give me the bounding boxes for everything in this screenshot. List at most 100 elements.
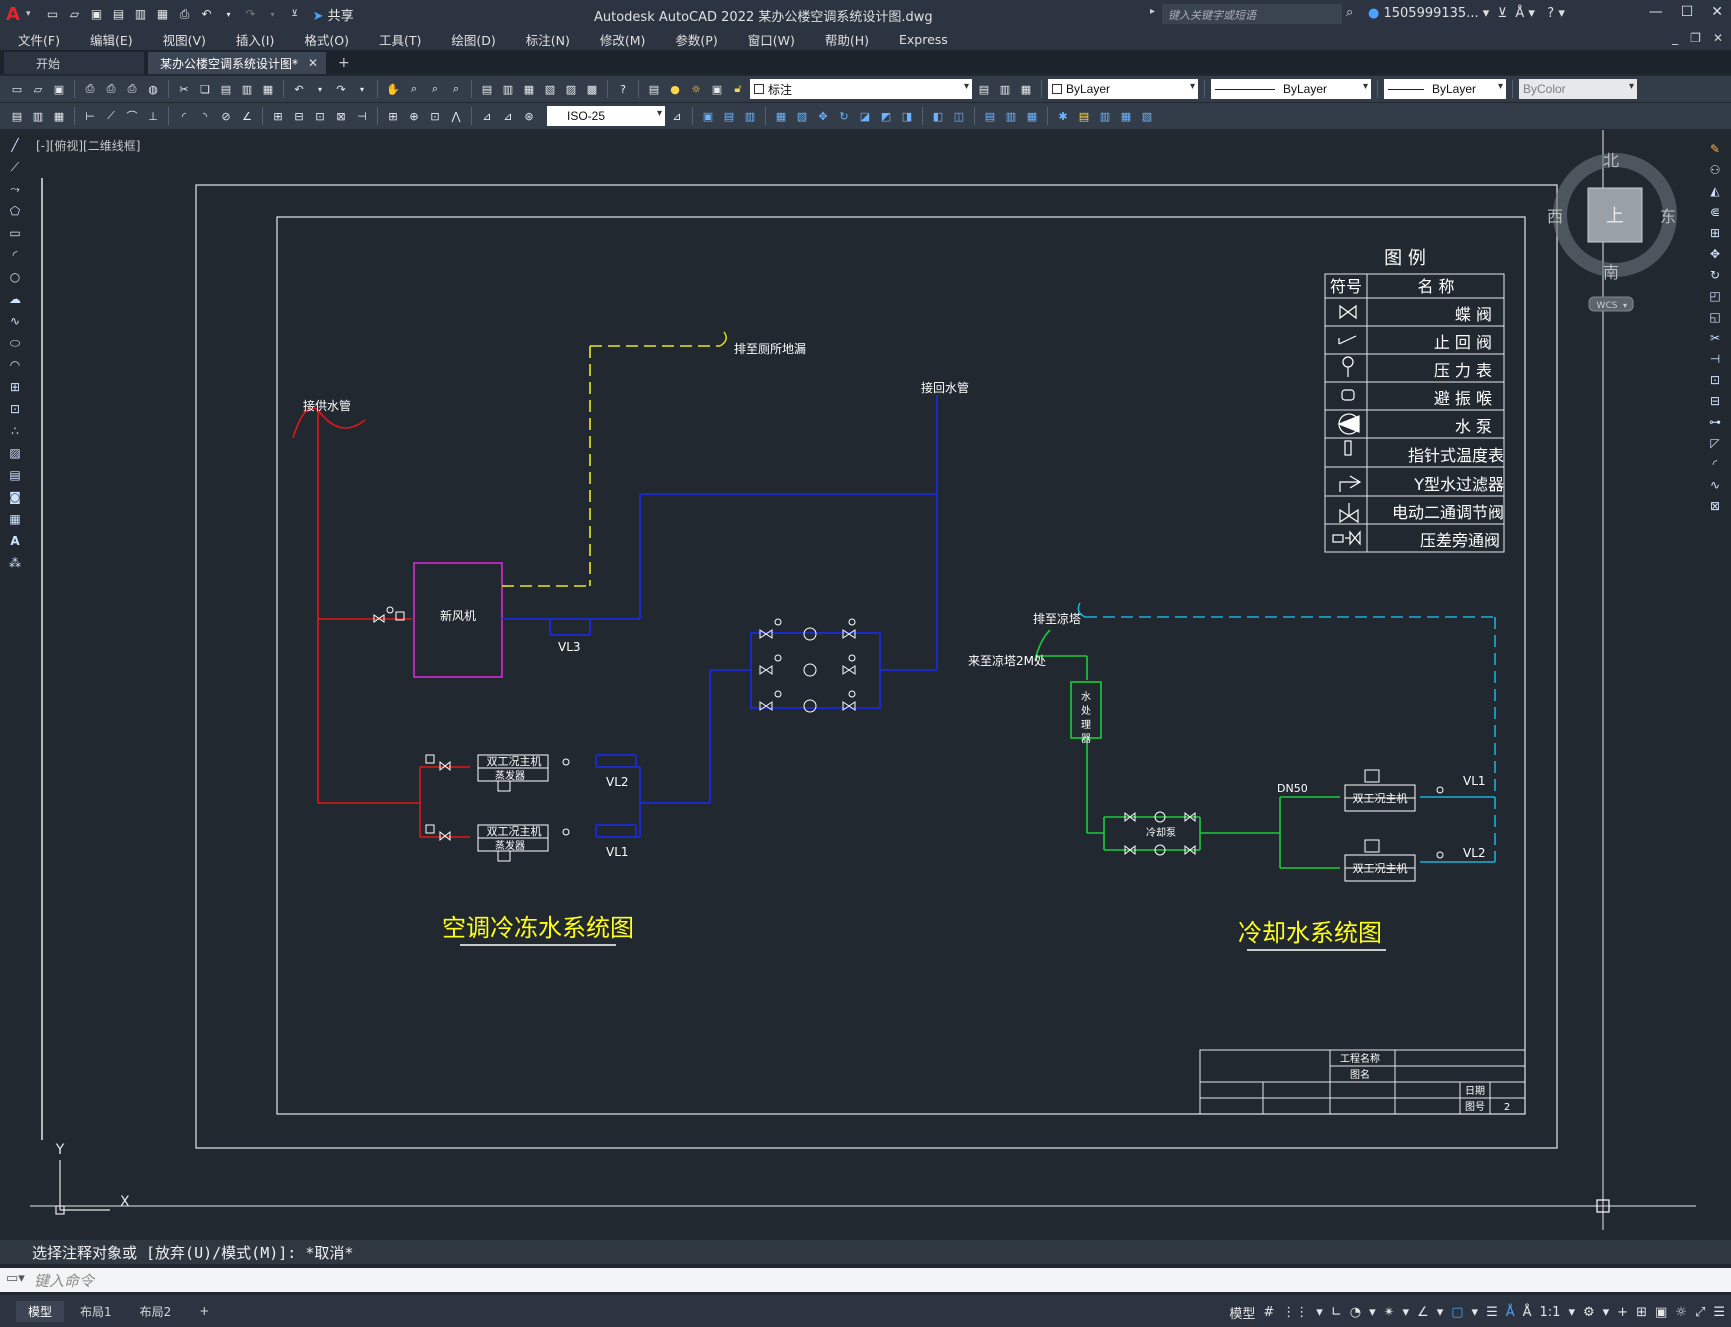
undo-icon[interactable]: ↶ bbox=[201, 7, 212, 21]
menu-file[interactable]: 文件(F) bbox=[18, 32, 60, 48]
arc-icon[interactable]: ◜ bbox=[12, 248, 18, 262]
markup-icon[interactable]: ▨ bbox=[565, 82, 577, 96]
share-button[interactable]: ➤ 共享 bbox=[313, 5, 354, 24]
tab-start[interactable]: 开始 bbox=[4, 52, 144, 74]
cart-icon[interactable]: ⊻ bbox=[1497, 6, 1508, 21]
match-properties-icon[interactable]: ▥ bbox=[241, 82, 253, 96]
gradient-icon[interactable]: ▤ bbox=[9, 468, 21, 482]
layer-lock-icon[interactable]: 🔓︎ bbox=[734, 82, 742, 95]
3d-dwf-icon[interactable]: ◍ bbox=[148, 82, 158, 96]
layer-vp-freeze-icon[interactable]: ▣ bbox=[711, 82, 723, 96]
tolerance-icon[interactable]: ⊞ bbox=[388, 109, 398, 123]
chamfer-palette-icon[interactable]: ◸ bbox=[1710, 436, 1720, 450]
scale-dropdown-icon[interactable]: ▾ bbox=[1568, 1305, 1575, 1320]
menu-tools[interactable]: 工具(T) bbox=[378, 32, 422, 48]
new-layout-button[interactable]: + bbox=[199, 1304, 210, 1318]
move-icon[interactable]: ✥ bbox=[818, 109, 828, 123]
command-prompt-icon[interactable]: ▭▾ bbox=[6, 1271, 25, 1286]
osnap-icon[interactable]: ▢ bbox=[1451, 1305, 1464, 1320]
copy-icon[interactable]: ❏ bbox=[200, 82, 210, 96]
break-palette-icon[interactable]: ⊟ bbox=[1709, 394, 1721, 408]
layer-properties-icon[interactable]: ▤ bbox=[648, 82, 660, 96]
design-center-icon[interactable]: ▥ bbox=[502, 82, 514, 96]
erase-palette-icon[interactable]: ✎ bbox=[1709, 142, 1721, 156]
ellipse-icon[interactable]: ⬭ bbox=[9, 335, 21, 350]
viewcube-face-top[interactable] bbox=[1587, 187, 1643, 243]
dim-edit-icon[interactable]: ⊿ bbox=[482, 109, 492, 123]
workspace-switch-icon[interactable]: ⚙ bbox=[1582, 1305, 1595, 1320]
layer-freeze-icon[interactable]: ☼ bbox=[691, 82, 701, 96]
arc-length-icon[interactable]: ⌒ bbox=[126, 110, 138, 123]
wcs-menu[interactable] bbox=[1588, 296, 1634, 312]
move-palette-icon[interactable]: ✥ bbox=[1709, 247, 1721, 261]
point-icon[interactable]: ∴ bbox=[11, 424, 19, 438]
customize-status-icon[interactable]: ☰ bbox=[1713, 1305, 1725, 1320]
select-similar-icon[interactable]: ▧ bbox=[1141, 109, 1153, 123]
fillet-palette-icon[interactable]: ◜ bbox=[1712, 457, 1718, 471]
isodraft-dropdown-icon[interactable]: ▾ bbox=[1402, 1305, 1410, 1320]
auto-scale-icon[interactable]: Å bbox=[1522, 1305, 1532, 1320]
explode-icon[interactable]: ✱ bbox=[1058, 109, 1068, 123]
stretch-icon[interactable]: ◩ bbox=[880, 109, 892, 123]
save-as-icon[interactable]: ▤ bbox=[112, 7, 125, 21]
scale-icon[interactable]: ◪ bbox=[859, 109, 871, 123]
menu-edit[interactable]: 编辑(E) bbox=[89, 32, 133, 48]
menu-insert[interactable]: 插入(I) bbox=[235, 32, 275, 48]
polyline-icon[interactable]: ⤳ bbox=[10, 181, 20, 196]
rotate-icon[interactable]: ↻ bbox=[839, 109, 849, 123]
annotation-monitor-icon[interactable]: + bbox=[1617, 1305, 1629, 1320]
sheet-set-icon[interactable]: ▧ bbox=[544, 82, 556, 96]
ellipse-arc-icon[interactable]: ◠ bbox=[9, 358, 21, 372]
mtext-icon[interactable]: A bbox=[10, 534, 20, 548]
save-icon[interactable]: ▣ bbox=[90, 7, 103, 21]
copy-object-icon[interactable]: ▤ bbox=[723, 109, 735, 123]
workspace-icon[interactable]: ▤ bbox=[11, 109, 23, 123]
jogged-dim-icon[interactable]: ◝ bbox=[202, 109, 208, 123]
help-icon[interactable]: ? bbox=[1547, 6, 1555, 21]
pan-icon[interactable]: ✋ bbox=[386, 82, 400, 96]
fillet-icon[interactable]: ▦ bbox=[1026, 109, 1038, 123]
linetype-dropdown[interactable]: ByLayer ▾ bbox=[1211, 79, 1371, 99]
tool-palettes-icon[interactable]: ▦ bbox=[523, 82, 535, 96]
osnap-tracking-icon[interactable]: ∠ bbox=[1417, 1305, 1429, 1320]
tab-drawing[interactable]: 某办公楼空调系统设计图*✕ bbox=[148, 52, 326, 74]
construction-line-icon[interactable]: ⟋ bbox=[10, 159, 20, 174]
open-file-icon[interactable]: ▱ bbox=[69, 7, 80, 21]
model-space-button[interactable]: 模型 bbox=[1229, 1307, 1256, 1322]
search-icon[interactable]: ⌕ bbox=[1346, 5, 1354, 20]
spline-icon[interactable]: ∿ bbox=[9, 314, 21, 328]
user-account[interactable]: ● 1505999135... ▾ ⊻ Å ▾ ? ▾ bbox=[1368, 6, 1565, 21]
autocad-logo-icon[interactable]: A bbox=[6, 3, 20, 25]
compass-ring[interactable] bbox=[1553, 153, 1677, 277]
calculator-icon[interactable]: ▩ bbox=[586, 82, 598, 96]
layout-tab-2[interactable]: 布局2 bbox=[139, 1304, 172, 1319]
rotate-palette-icon[interactable]: ↻ bbox=[1709, 268, 1721, 282]
diameter-dim-icon[interactable]: ⊘ bbox=[221, 109, 231, 123]
menu-draw[interactable]: 绘图(D) bbox=[451, 32, 496, 48]
redo-dropdown-icon[interactable]: ▾ bbox=[270, 9, 275, 19]
properties-icon[interactable]: ▤ bbox=[481, 82, 493, 96]
polar-dropdown-icon[interactable]: ▾ bbox=[1369, 1305, 1376, 1320]
new-tab-button[interactable]: + bbox=[338, 55, 350, 71]
lineweight-dropdown[interactable]: ByLayer ▾ bbox=[1384, 79, 1506, 99]
break-icon[interactable]: ◫ bbox=[953, 109, 965, 123]
publish-icon[interactable]: ⎙ bbox=[127, 82, 137, 95]
circle-icon[interactable]: ○ bbox=[9, 270, 21, 284]
command-input[interactable]: ▭▾ 键入命令 bbox=[0, 1268, 1731, 1292]
menu-window[interactable]: 窗口(W) bbox=[747, 32, 795, 48]
continue-dim-icon[interactable]: ⊡ bbox=[315, 109, 325, 123]
polygon-icon[interactable]: ⬠ bbox=[9, 204, 21, 218]
mirror-icon[interactable]: ▥ bbox=[744, 109, 756, 123]
undo-tb-icon[interactable]: ↶ bbox=[294, 82, 304, 96]
block-editor-icon[interactable]: ▦ bbox=[262, 82, 274, 96]
viewport-controls[interactable]: [-][俯视][二维线框] bbox=[36, 139, 141, 153]
scale-palette-icon[interactable]: ◰ bbox=[1709, 289, 1721, 303]
open-web-icon[interactable]: ▥ bbox=[134, 7, 147, 21]
inspection-icon[interactable]: ⊡ bbox=[430, 109, 440, 123]
stretch-palette-icon[interactable]: ◱ bbox=[1709, 310, 1721, 324]
mirror-palette-icon[interactable]: ◭ bbox=[1710, 184, 1720, 198]
lineweight-toggle-icon[interactable]: ☰ bbox=[1486, 1305, 1498, 1320]
ordinate-dim-icon[interactable]: ⊥ bbox=[148, 109, 158, 123]
radius-dim-icon[interactable]: ◜ bbox=[181, 109, 187, 123]
angular-dim-icon[interactable]: ∠ bbox=[242, 109, 252, 123]
